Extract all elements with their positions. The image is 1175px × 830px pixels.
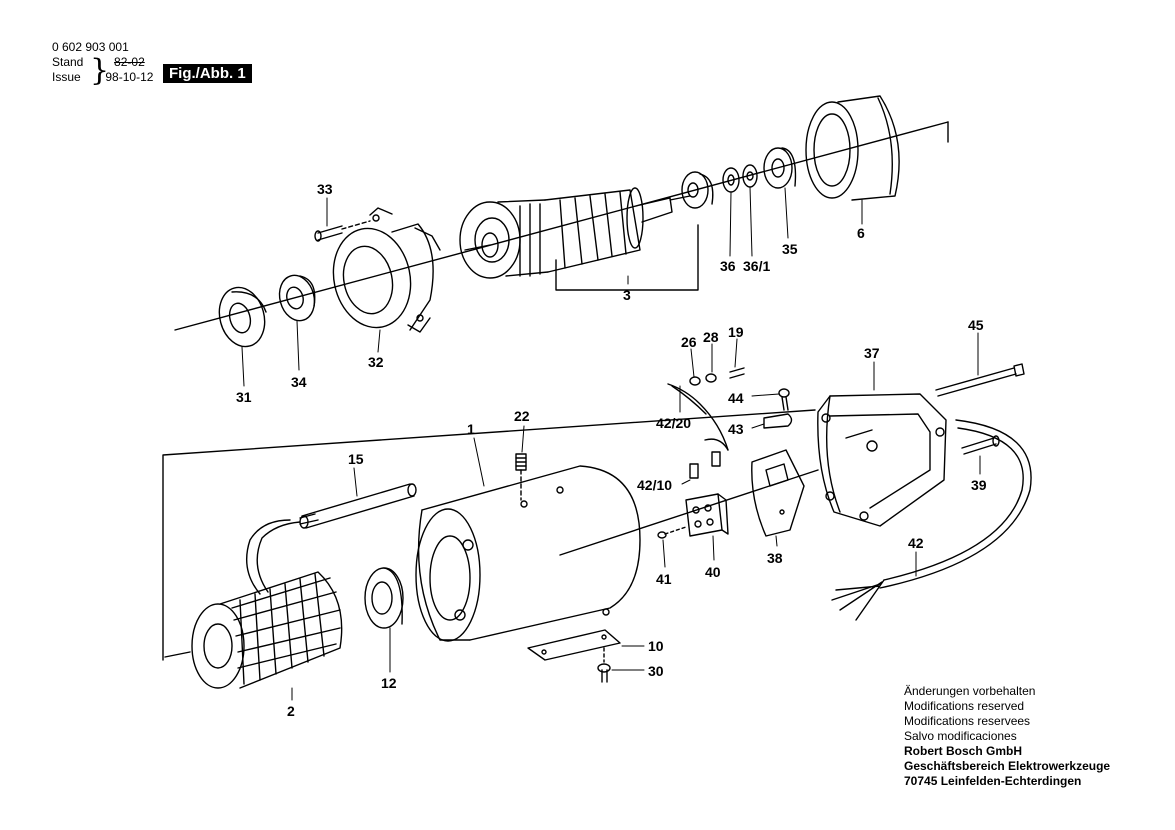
motor-housing-1 xyxy=(415,465,641,642)
seal-ring-12 xyxy=(364,567,404,629)
brush-parts xyxy=(667,367,745,479)
part-label: 28 xyxy=(703,329,719,345)
part-number: 0 602 903 001 xyxy=(52,40,129,54)
part-label: 10 xyxy=(648,638,664,654)
footer-note: Änderungen vorbehalten xyxy=(904,684,1036,698)
part-label: 30 xyxy=(648,663,664,679)
part-label: 42 xyxy=(908,535,924,551)
part-label: 42/20 xyxy=(656,415,691,431)
part-label: 36/1 xyxy=(743,258,770,274)
switch-38 xyxy=(751,449,805,537)
part-label: 31 xyxy=(236,389,252,405)
bearing-34 xyxy=(278,274,316,322)
figure-label: Fig./Abb. 1 xyxy=(163,64,252,83)
issue-label: Issue xyxy=(52,70,81,84)
part-label: 12 xyxy=(381,675,397,691)
lower-frame-lines xyxy=(162,409,819,661)
part-label: 35 xyxy=(782,241,798,257)
part-label: 32 xyxy=(368,354,384,370)
part-label: 3 xyxy=(623,287,631,303)
part-labels: 33 31 34 32 3 36 36/1 35 6 26 28 19 44 4… xyxy=(236,181,987,719)
part-label: 42/10 xyxy=(637,477,672,493)
part-label: 45 xyxy=(968,317,984,333)
part-label: 6 xyxy=(857,225,865,241)
terminal-block-40 xyxy=(685,493,729,537)
part-label: 36 xyxy=(720,258,736,274)
revision-header: 0 602 903 001 Stand 82-02 Issue 98-10-12 xyxy=(52,40,153,85)
part-label: 39 xyxy=(971,477,987,493)
footer-note: Modifications reserved xyxy=(904,699,1025,713)
part-label: 15 xyxy=(348,451,364,467)
part-label: 26 xyxy=(681,334,697,350)
company-name: Robert Bosch GmbH xyxy=(904,744,1023,758)
gear-housing-37 xyxy=(817,393,947,527)
screw-30 xyxy=(597,647,611,683)
part-label: 2 xyxy=(287,703,295,719)
part-label: 43 xyxy=(728,421,744,437)
part-label: 1 xyxy=(467,421,475,437)
footer-note: Salvo modificaciones xyxy=(904,729,1017,743)
armature-3 xyxy=(459,187,691,279)
bearing-35 xyxy=(763,147,797,189)
clip-44 xyxy=(778,388,790,411)
field-coil-2 xyxy=(191,513,343,689)
screw-39 xyxy=(961,435,1000,455)
seal-ring-31 xyxy=(218,286,267,348)
commutator-disk xyxy=(681,171,714,209)
cable-42 xyxy=(831,419,1032,621)
division-name: Geschäftsbereich Elektrowerkzeuge xyxy=(904,759,1111,773)
end-cap-6 xyxy=(805,95,900,201)
brace-glyph: } xyxy=(90,53,110,88)
part-label: 44 xyxy=(728,390,744,406)
part-label: 22 xyxy=(514,408,530,424)
bearing-flange-32 xyxy=(332,207,441,333)
screw-41 xyxy=(657,526,687,539)
part-label: 33 xyxy=(317,181,333,197)
leader-lines xyxy=(241,186,981,701)
part-label: 37 xyxy=(864,345,880,361)
part-label: 38 xyxy=(767,550,783,566)
part-label: 34 xyxy=(291,374,307,390)
part-label: 19 xyxy=(728,324,744,340)
plate-10 xyxy=(527,629,621,661)
clip-43 xyxy=(763,413,793,429)
rod-15 xyxy=(299,483,417,529)
issue-date: 98-10-12 xyxy=(105,70,154,84)
footer-note: Modifications reservees xyxy=(904,714,1031,728)
part-label: 40 xyxy=(705,564,721,580)
part-label: 41 xyxy=(656,571,672,587)
set-screw-22 xyxy=(515,453,527,501)
screw-33 xyxy=(314,220,371,242)
old-date: 82-02 xyxy=(114,55,145,69)
footer-block: Änderungen vorbehalten Modifications res… xyxy=(904,684,1110,789)
screw-45 xyxy=(935,363,1025,397)
stand-label: Stand xyxy=(52,55,84,69)
company-address: 70745 Leinfelden-Echterdingen xyxy=(904,774,1082,788)
